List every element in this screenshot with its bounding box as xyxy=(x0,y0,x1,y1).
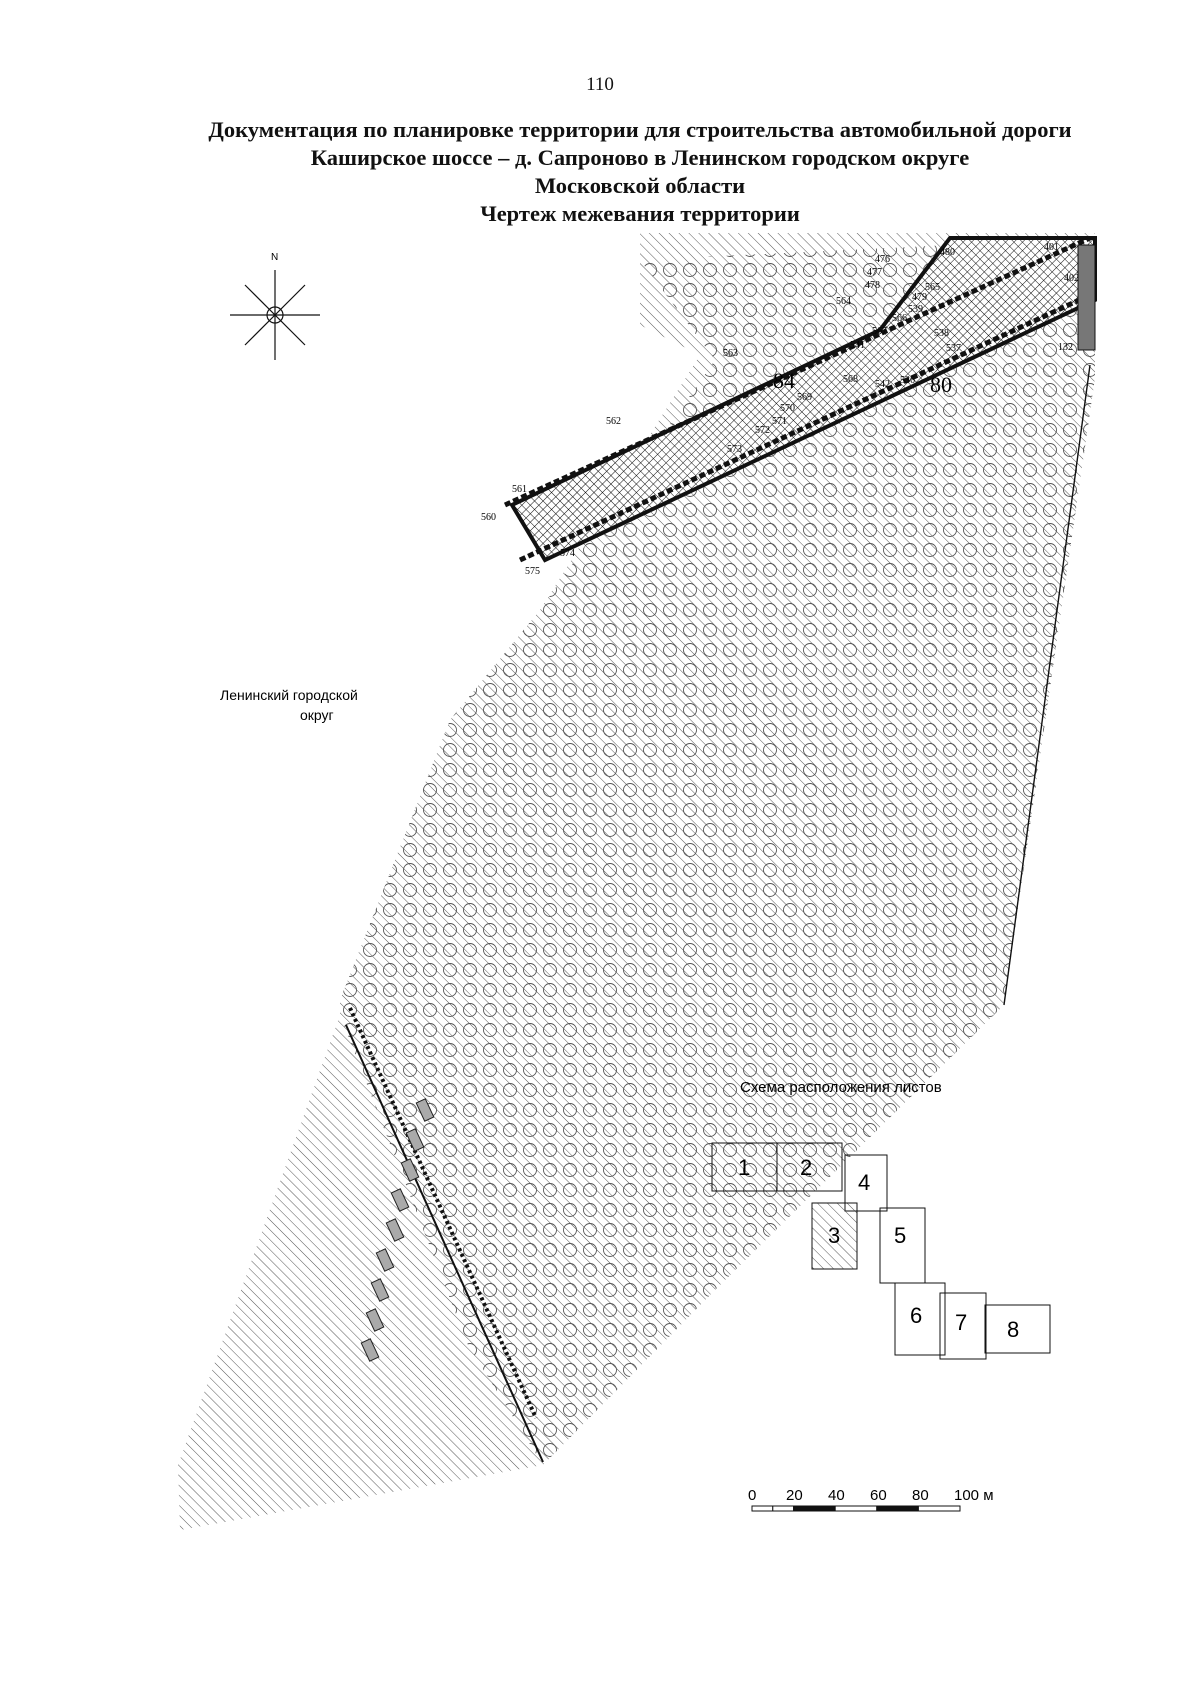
forest-edge-line xyxy=(1003,364,1091,1006)
point-563: 563 xyxy=(723,348,738,359)
document-title: Документация по планировке территории дл… xyxy=(120,116,1160,228)
sheet-6-label: 6 xyxy=(910,1303,922,1328)
structure xyxy=(385,1218,405,1242)
point-541: 541 xyxy=(850,340,865,351)
structure xyxy=(400,1158,420,1182)
scale-bar-segment xyxy=(876,1505,919,1512)
page-number: 110 xyxy=(586,74,614,95)
structure xyxy=(365,1308,385,1332)
district-label-line-1: Ленинский городской xyxy=(220,687,358,703)
right-edge-parcel xyxy=(1077,244,1096,351)
compass-arm xyxy=(244,284,306,346)
compass-center xyxy=(266,306,284,324)
district-label-line-2: округ xyxy=(300,707,334,723)
map-area xyxy=(178,233,1097,1530)
point-569: 569 xyxy=(797,392,812,403)
title-line-2: Каширское шоссе – д. Сапроново в Ленинск… xyxy=(310,145,970,170)
road-line xyxy=(345,1024,544,1463)
point-476: 476 xyxy=(875,254,890,265)
sheet-4 xyxy=(844,1154,888,1212)
point-480: 480 xyxy=(940,247,955,258)
structures xyxy=(360,1098,435,1362)
sheet-5-label: 5 xyxy=(894,1223,906,1248)
structure xyxy=(360,1338,380,1362)
parcel-label-80: 80 xyxy=(930,372,952,397)
scale-tick-80: 80 xyxy=(912,1487,929,1504)
district-label: Ленинский городской округ xyxy=(220,687,358,723)
sheet-scheme: Схема расположения листов 1 2 4 3 5 6 7 … xyxy=(711,1079,1051,1360)
forest-zone xyxy=(340,238,1095,1465)
point-573: 573 xyxy=(727,444,742,455)
scale-tick-100: 100 м xyxy=(954,1487,994,1504)
sheet-8 xyxy=(984,1304,1051,1354)
scale-tick-20: 20 xyxy=(786,1487,803,1504)
point-574: 574 xyxy=(560,548,575,559)
point-560: 560 xyxy=(481,512,496,523)
point-564: 564 xyxy=(836,296,851,307)
point-570: 570 xyxy=(780,403,795,414)
scale-bar-segment xyxy=(834,1505,878,1512)
parcel-labels: 84 80 xyxy=(773,368,952,397)
sheet-7 xyxy=(939,1292,987,1360)
structure xyxy=(375,1248,395,1272)
point-478: 478 xyxy=(865,280,880,291)
structure xyxy=(405,1128,425,1152)
boundary-line-lower xyxy=(518,292,1092,563)
boundary-line-upper xyxy=(503,235,1092,508)
point-566: 566 xyxy=(892,313,907,324)
point-565: 565 xyxy=(925,282,940,293)
sheet-2-label: 2 xyxy=(800,1155,812,1180)
point-402: 402 xyxy=(1064,273,1079,284)
point-labels: 476 477 478 480 401 402 564 565 479 539 … xyxy=(481,242,1079,577)
sheet-3 xyxy=(811,1202,858,1270)
sheet-7-label: 7 xyxy=(955,1310,967,1335)
scale-tick-0: 0 xyxy=(748,1487,756,1504)
point-132: 132 xyxy=(1058,342,1073,353)
point-562: 562 xyxy=(606,416,621,427)
scale-bar-segment xyxy=(772,1505,795,1512)
point-572: 572 xyxy=(755,425,770,436)
point-571: 571 xyxy=(772,416,787,427)
point-479: 479 xyxy=(912,292,927,303)
parcel-label-84: 84 xyxy=(773,368,795,393)
point-567: 567 xyxy=(872,326,887,337)
scale-bar: 0 20 40 60 80 100 м xyxy=(748,1487,994,1512)
point-536: 536 xyxy=(900,375,915,386)
point-542: 542 xyxy=(875,379,890,390)
structure xyxy=(390,1188,410,1212)
point-538: 538 xyxy=(934,328,949,339)
title-line-3: Московской области xyxy=(534,173,746,198)
road-corridor-84 xyxy=(509,236,1097,563)
structure xyxy=(370,1278,390,1302)
scale-bar-segment xyxy=(793,1505,836,1512)
point-477: 477 xyxy=(867,267,882,278)
compass-north-label: N xyxy=(271,252,278,263)
scale-tick-60: 60 xyxy=(870,1487,887,1504)
title-line-1: Документация по планировке территории дл… xyxy=(208,117,1072,142)
scale-bar-segment xyxy=(751,1505,774,1512)
point-575: 575 xyxy=(525,566,540,577)
title-line-4: Чертеж межевания территории xyxy=(480,201,800,226)
point-537: 537 xyxy=(946,343,961,354)
point-401: 401 xyxy=(1044,242,1059,253)
sheet-6 xyxy=(894,1282,946,1356)
scale-tick-40: 40 xyxy=(828,1487,845,1504)
structure xyxy=(415,1098,435,1122)
sheet-2 xyxy=(776,1142,843,1192)
point-568: 568 xyxy=(843,374,858,385)
sheet-scheme-title: Схема расположения листов xyxy=(740,1079,942,1096)
sheet-8-label: 8 xyxy=(1007,1317,1019,1342)
sheet-4-label: 4 xyxy=(858,1170,870,1195)
scale-bar-segment xyxy=(917,1505,961,1512)
point-539: 539 xyxy=(908,304,923,315)
sheet-1-label: 1 xyxy=(738,1155,750,1180)
compass-rose: N xyxy=(230,252,320,360)
sheet-3-label: 3 xyxy=(828,1223,840,1248)
point-561: 561 xyxy=(512,484,527,495)
